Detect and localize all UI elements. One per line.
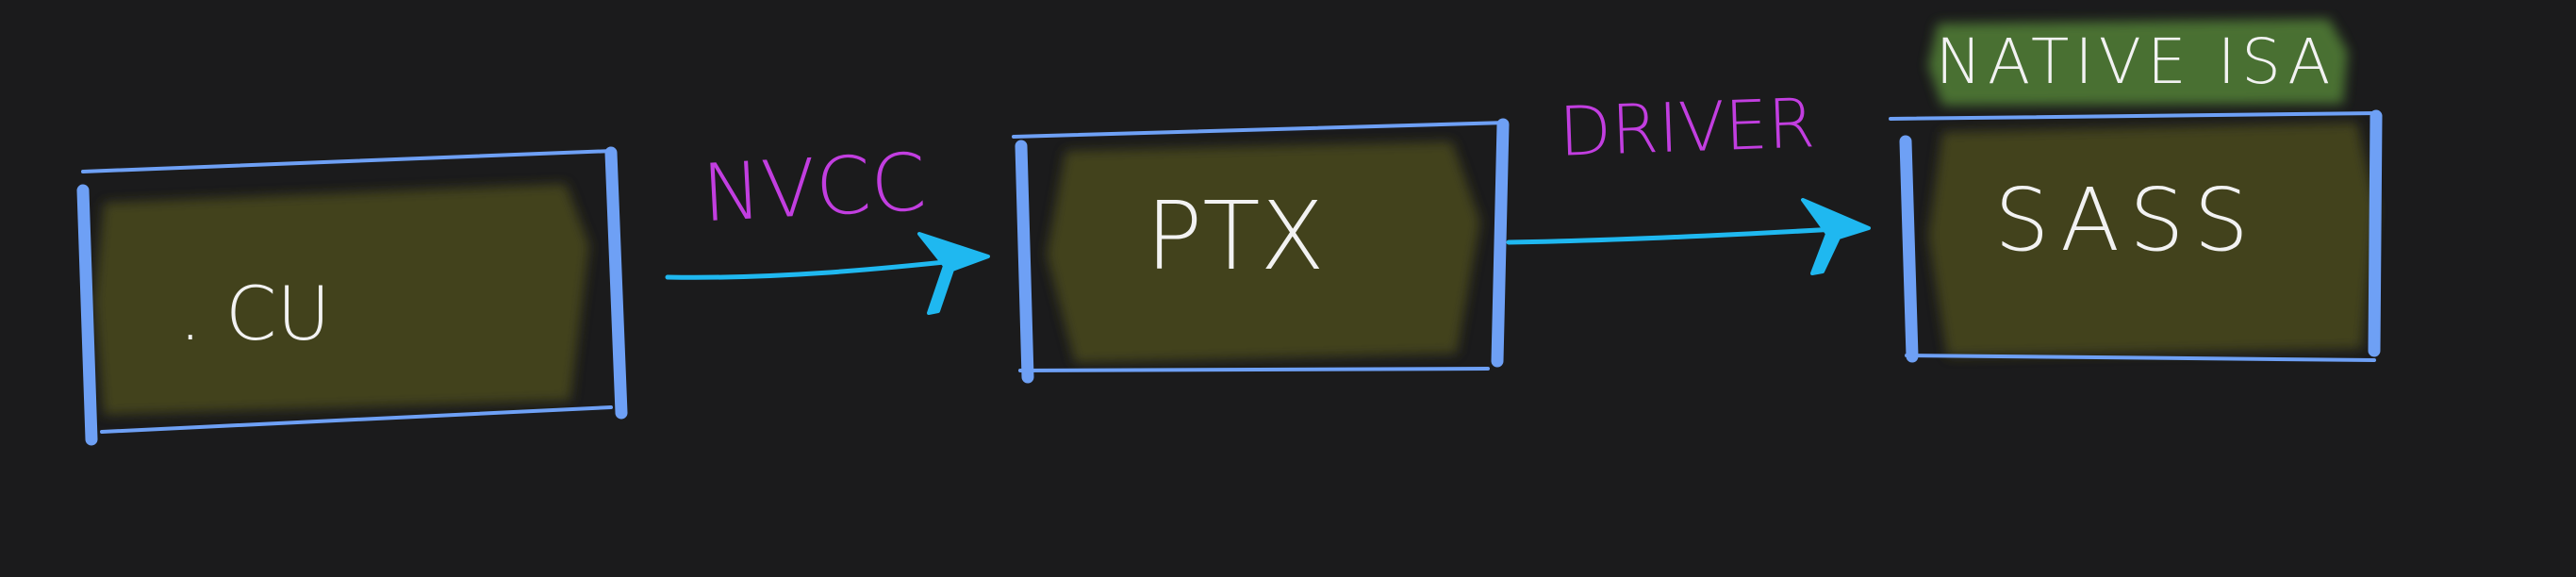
box-sass-fill [1928,123,2376,356]
box-cu-border-left [76,184,98,446]
box-ptx-label: PTX [1146,181,1325,291]
box-cu-border-top [81,149,615,173]
arrow-ptx-sass-head [1801,198,1871,275]
edge-label-nvcc: NVCC [700,136,928,239]
box-sass-border-top [1889,111,2380,121]
box-sass-border-left [1899,135,1919,363]
box-ptx-border-left [1015,140,1034,384]
arrow-ptx-sass-line [1506,225,1856,245]
annotation-native-isa-text: NATIVE ISA [1936,25,2337,98]
box-sass-border-right [2368,109,2383,357]
annotation-native-isa: NATIVE ISA [1928,19,2348,106]
edge-ptx-sass: DRIVER [1506,83,1871,275]
box-sass-border-bottom [1905,354,2376,362]
box-ptx-border-bottom [1018,367,1490,372]
box-ptx-fill [1047,141,1480,363]
arrow-cu-ptx-line [665,256,974,280]
box-cu-border-bottom [100,405,613,434]
annotation-native-isa-highlight [1928,19,2348,106]
box-cu: . CU [76,146,628,446]
box-ptx: PTX [1012,118,1510,384]
box-cu-border-right [604,146,628,420]
box-ptx-border-right [1491,118,1510,368]
box-cu-fill [94,184,589,415]
box-ptx-border-top [1012,121,1509,139]
edge-label-driver: DRIVER [1558,83,1816,171]
box-cu-label: . CU [178,272,330,357]
box-sass-label: SASS [1994,170,2258,271]
edge-cu-ptx: NVCC [665,136,990,315]
box-sass: SASS [1889,109,2383,363]
arrow-cu-ptx-head [917,232,990,315]
